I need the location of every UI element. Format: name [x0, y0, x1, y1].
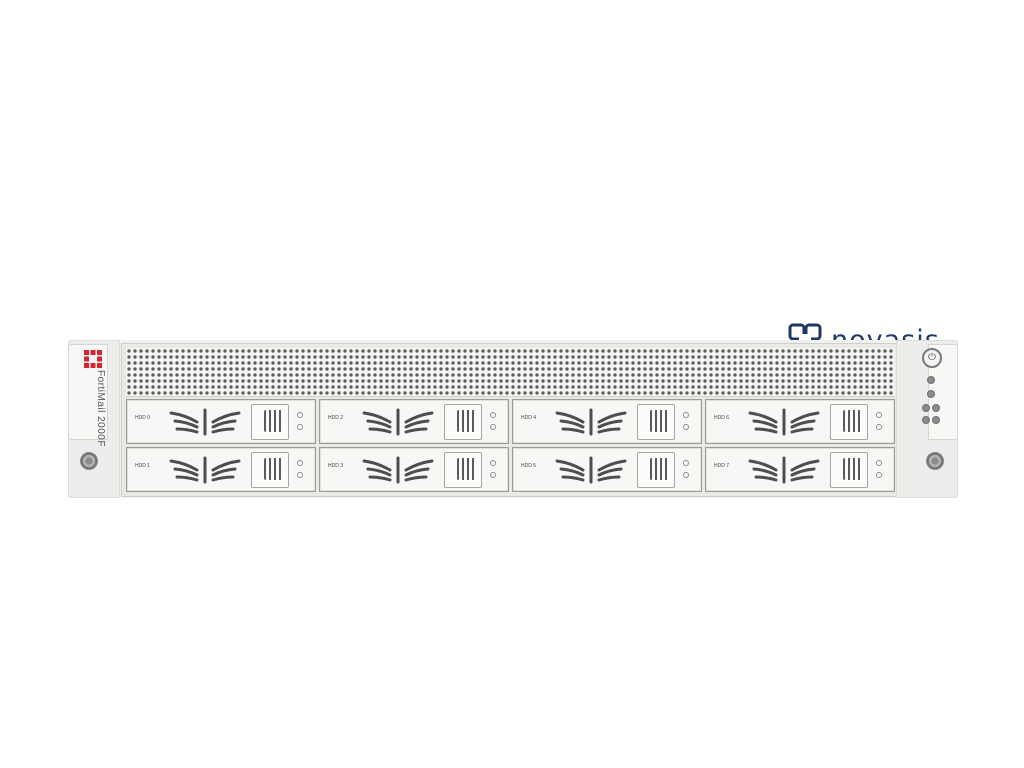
drive-status-led	[876, 424, 882, 430]
drive-bay-grille	[748, 456, 820, 484]
drive-bay-label: HDD 4	[521, 415, 537, 421]
thumbscrew-left	[80, 452, 98, 470]
drive-activity-led	[683, 460, 689, 466]
drive-bay[interactable]: HDD 3	[319, 447, 509, 492]
drive-bay-latch[interactable]	[637, 404, 675, 440]
drive-status-led	[297, 472, 303, 478]
indicator-led	[922, 404, 930, 412]
fortinet-logo-icon	[84, 350, 102, 368]
indicator-led	[922, 416, 930, 424]
drive-bay[interactable]: HDD 5	[512, 447, 702, 492]
drive-bay-grille	[362, 456, 434, 484]
drive-bay[interactable]: HDD 1	[126, 447, 316, 492]
drive-activity-led	[490, 412, 496, 418]
drive-status-led	[490, 472, 496, 478]
drive-bay-label: HDD 2	[328, 415, 344, 421]
drive-bay-label: HDD 5	[521, 463, 537, 469]
ventilation-grille	[126, 348, 895, 397]
model-label: FortiMail 2000F	[95, 370, 106, 447]
drive-bay-grille	[362, 408, 434, 436]
drive-bay-latch[interactable]	[830, 452, 868, 488]
drive-status-led	[683, 424, 689, 430]
rack-ear-left: FortiMail 2000F	[68, 340, 120, 498]
drive-bay-grille	[169, 456, 241, 484]
drive-bay[interactable]: HDD 4	[512, 399, 702, 444]
drive-status-led	[683, 472, 689, 478]
drive-bay[interactable]: HDD 7	[705, 447, 895, 492]
status-led	[927, 376, 935, 384]
drive-bay-latch[interactable]	[637, 452, 675, 488]
drive-status-led	[876, 472, 882, 478]
drive-bay-grille	[748, 408, 820, 436]
server-chassis: FortiMail 2000F HDD 0 HDD 2	[68, 340, 958, 498]
indicator-led	[932, 404, 940, 412]
indicator-led	[932, 416, 940, 424]
drive-bay-label: HDD 6	[714, 415, 730, 421]
drive-bay-latch[interactable]	[251, 452, 289, 488]
drive-bay-label: HDD 1	[135, 463, 151, 469]
thumbscrew-right	[926, 452, 944, 470]
power-icon[interactable]: ⏻	[922, 348, 942, 368]
drive-bay-label: HDD 0	[135, 415, 151, 421]
drive-bay-latch[interactable]	[444, 404, 482, 440]
drive-status-led	[490, 424, 496, 430]
front-bezel: HDD 0 HDD 2	[121, 343, 900, 497]
drive-bay-grid: HDD 0 HDD 2	[126, 399, 895, 492]
drive-activity-led	[876, 460, 882, 466]
drive-bay[interactable]: HDD 0	[126, 399, 316, 444]
drive-bay-label: HDD 3	[328, 463, 344, 469]
drive-bay[interactable]: HDD 6	[705, 399, 895, 444]
drive-bay-latch[interactable]	[444, 452, 482, 488]
drive-activity-led	[297, 412, 303, 418]
id-button[interactable]	[927, 390, 935, 398]
drive-bay-latch[interactable]	[251, 404, 289, 440]
drive-bay[interactable]: HDD 2	[319, 399, 509, 444]
drive-activity-led	[297, 460, 303, 466]
drive-activity-led	[490, 460, 496, 466]
drive-bay-label: HDD 7	[714, 463, 730, 469]
drive-activity-led	[683, 412, 689, 418]
drive-status-led	[297, 424, 303, 430]
rack-ear-right: ⏻	[896, 340, 958, 498]
drive-bay-latch[interactable]	[830, 404, 868, 440]
drive-bay-grille	[169, 408, 241, 436]
drive-bay-grille	[555, 456, 627, 484]
front-control-panel: ⏻	[910, 344, 952, 440]
drive-bay-grille	[555, 408, 627, 436]
drive-activity-led	[876, 412, 882, 418]
